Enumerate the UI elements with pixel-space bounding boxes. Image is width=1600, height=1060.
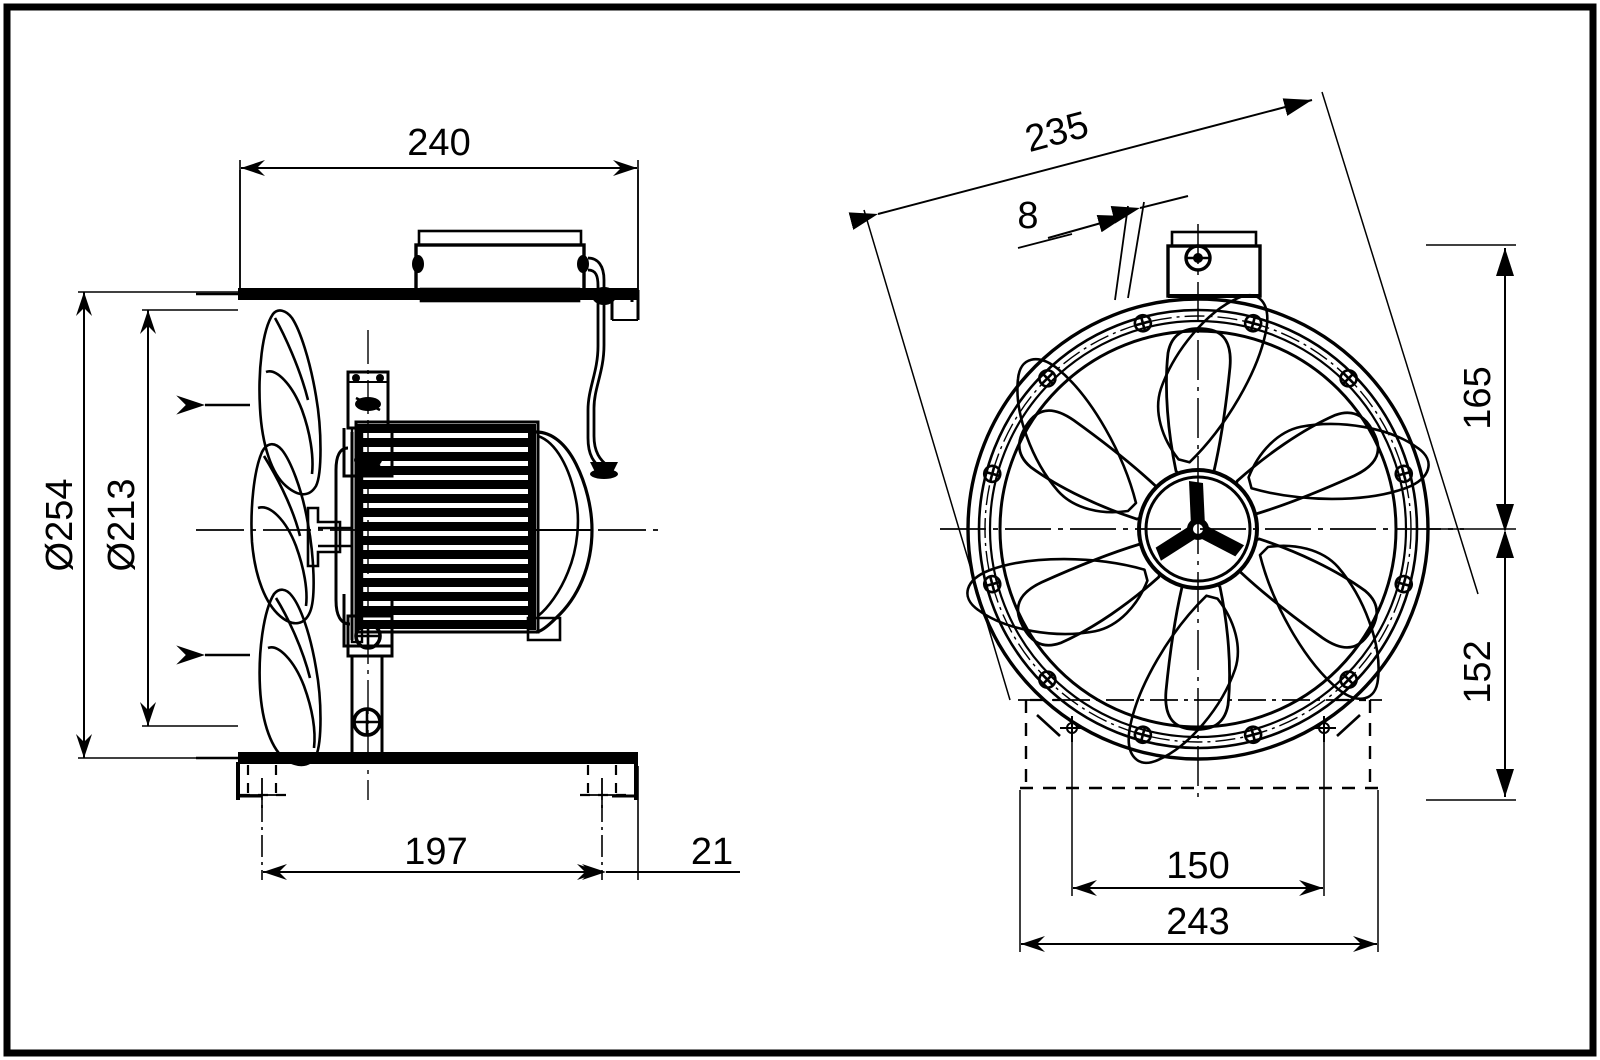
dimension-label-150: 150 (1166, 845, 1229, 887)
side-view-extension-lines (78, 291, 238, 759)
hub-spider-icon (1155, 481, 1245, 561)
side-view-mount-holes (240, 765, 630, 812)
front-view-mount-flange (1018, 698, 1382, 790)
dimension-197: 197 (261, 800, 603, 880)
dimension-label-240: 240 (407, 122, 470, 164)
dimension-150: 150 (1071, 730, 1325, 896)
dimension-label-d213: Ø213 (101, 479, 143, 572)
dimension-label-d254: Ø254 (39, 479, 81, 572)
dimension-240: 240 (239, 122, 639, 290)
front-view-terminal-box (1166, 230, 1262, 298)
side-view-motor (334, 420, 594, 644)
airflow-arrows (176, 395, 250, 665)
dimension-d254: Ø254 (39, 292, 92, 758)
front-view-ring-rivets (982, 313, 1414, 745)
side-elevation-view: 240 Ø254 Ø213 197 (39, 122, 740, 880)
side-view-housing (196, 170, 640, 800)
dimension-243: 243 (1019, 790, 1379, 952)
dimension-label-165: 165 (1457, 366, 1499, 429)
dimension-d213: Ø213 (101, 310, 156, 726)
dimension-label-8: 8 (1017, 195, 1038, 237)
dimension-label-197: 197 (404, 831, 467, 873)
side-view-hub-shaft (306, 506, 354, 568)
side-view-centerlines (196, 330, 660, 800)
dimension-21: 21 (582, 766, 740, 880)
motor-cooling-fins (356, 424, 536, 630)
dimension-label-235: 235 (1021, 104, 1093, 161)
dimension-8: 8 (1017, 195, 1189, 301)
dimension-label-152: 152 (1457, 640, 1499, 703)
side-view-terminal-box (412, 229, 589, 303)
sheet-border (3, 3, 1597, 1057)
dimension-label-21: 21 (691, 831, 733, 873)
side-view-propeller (250, 309, 322, 767)
front-view-centerlines (940, 224, 1464, 800)
dimension-label-243: 243 (1166, 901, 1229, 943)
side-view-power-cable (586, 256, 618, 479)
dimension-165-152: 165 152 (1426, 244, 1516, 801)
front-elevation-view: 235 8 165 152 150 (848, 91, 1516, 952)
